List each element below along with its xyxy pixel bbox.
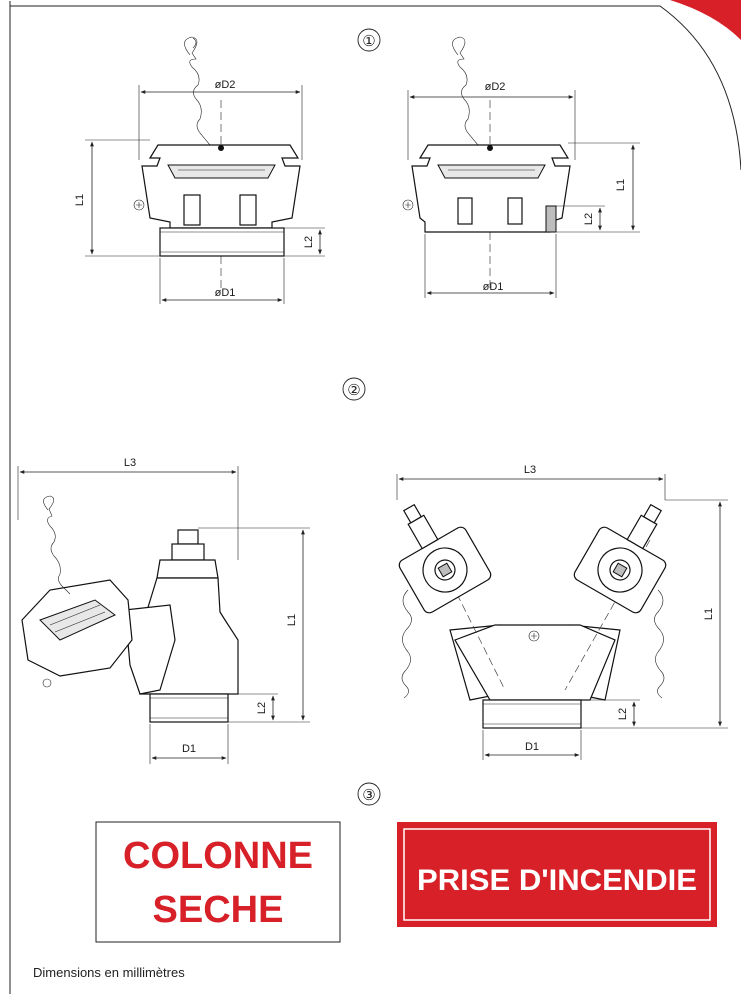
dim-d1-y: D1 [525,741,539,753]
dim-l1-single: L1 [286,614,298,626]
dim-l1-left: L1 [74,194,86,206]
sign-colonne-line2: SECHE [153,889,284,931]
hydrant-single-dimensions: L3 L1 L2 D1 [17,457,310,764]
dim-d2-left: øD2 [215,79,236,91]
dim-l3-left: L3 [124,457,136,469]
dim-l2-single: L2 [256,702,268,714]
dim-d1-single: D1 [182,743,196,755]
section-3-number: ③ [362,786,375,804]
dim-d2-right: øD2 [485,81,506,93]
dim-l2-right: L2 [583,213,595,225]
hydrant-single-drawing [21,495,239,723]
coupling-left-drawing [133,36,301,290]
section-2-number: ② [347,381,360,399]
hydrant-y-drawing [398,503,667,729]
dim-l1-right: L1 [615,179,627,191]
sign-colonne-seche: COLONNE SECHE [95,821,341,943]
coupling-left-dimensions: øD2 L1 L2 øD1 [74,79,325,304]
section-1-circle [357,28,381,52]
section-3-circle [357,782,381,806]
dim-d1-left: øD1 [215,287,236,299]
dim-l3-right: L3 [524,464,536,476]
sign-prise-incendie: PRISE D'INCENDIE [397,822,717,927]
footer-note: Dimensions en millimètres [33,965,185,980]
page-frame [9,1,741,994]
section-1-number: ① [362,32,375,50]
dim-l1-y: L1 [703,608,715,620]
dim-l2-left: L2 [303,236,315,248]
coupling-right-drawing [402,36,571,290]
corner-tab [670,0,741,40]
hydrant-y-dimensions: L3 L1 L2 D1 [396,464,728,760]
coupling-right-dimensions: øD2 L1 L2 øD1 [407,81,640,298]
sign-colonne-line1: COLONNE [123,835,313,877]
section-2-circle [342,377,366,401]
sign-prise-text: PRISE D'INCENDIE [417,864,697,897]
dim-l2-y: L2 [617,708,629,720]
dim-d1-right: øD1 [483,281,504,293]
